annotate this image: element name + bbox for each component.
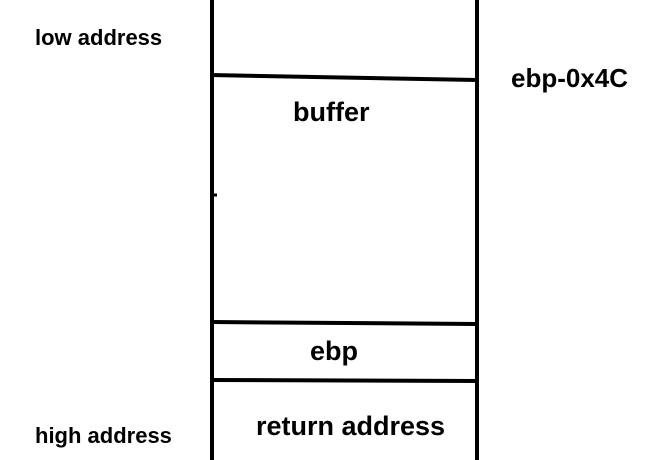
buffer-bottom-divider (211, 320, 478, 326)
buffer-cell-label: buffer (293, 97, 370, 127)
return-address-cell-label: return address (256, 411, 446, 441)
ebp-bottom-divider (211, 378, 480, 383)
ebp-offset-label: ebp-0x4C (511, 63, 629, 93)
low-address-label: low address (35, 25, 163, 50)
high-address-label: high address (35, 423, 172, 448)
ebp-cell-label: ebp (310, 336, 359, 366)
buffer-top-divider (209, 73, 478, 82)
